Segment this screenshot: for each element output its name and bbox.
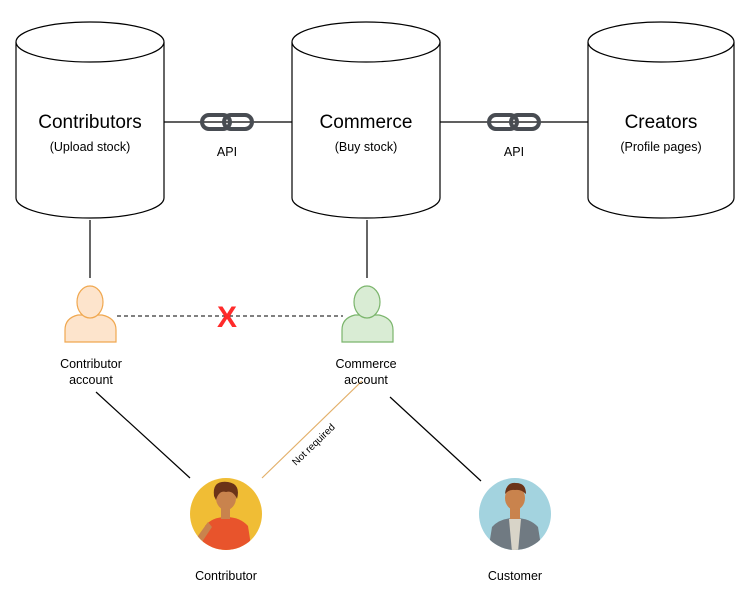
account-label-line1: Commerce (335, 357, 396, 371)
not-required-line (261, 380, 363, 479)
api-label: API (217, 145, 237, 159)
contributor-account-user-icon (64, 285, 117, 343)
database-commerce: Commerce (Buy stock) (291, 21, 441, 219)
database-contributors: Contributors (Upload stock) (15, 21, 165, 219)
database-subtitle: (Upload stock) (50, 140, 131, 154)
person-label: Contributor (195, 569, 257, 583)
account-label-line1: Contributor (60, 357, 122, 371)
contributor-avatar (190, 478, 262, 550)
chain-link-icon (487, 113, 541, 131)
commerce-account-to-customer-line (389, 396, 482, 482)
account-label-line2: account (69, 373, 113, 387)
api-label: API (504, 145, 524, 159)
chain-link-icon (200, 113, 254, 131)
database-subtitle: (Profile pages) (620, 140, 701, 154)
database-title: Contributors (38, 112, 142, 133)
contributor-account-to-person-line (95, 391, 191, 479)
database-creators: Creators (Profile pages) (587, 21, 735, 219)
connectors (89, 121, 588, 482)
person-label: Customer (488, 569, 542, 583)
customer-avatar (479, 478, 551, 550)
database-title: Commerce (320, 112, 413, 133)
commerce-account-user-icon (341, 285, 394, 343)
account-label-line2: account (344, 373, 388, 387)
database-subtitle: (Buy stock) (335, 140, 398, 154)
not-required-label: Not required (290, 422, 337, 468)
database-title: Creators (625, 112, 698, 133)
blocked-x-icon: X (217, 301, 237, 334)
